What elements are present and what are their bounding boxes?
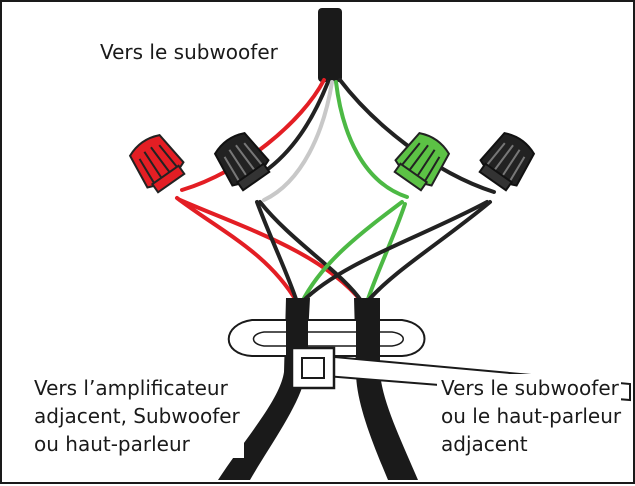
black-wire-nut-right (478, 132, 536, 192)
green-wire-nut (393, 132, 451, 192)
wire-white-top (262, 80, 334, 202)
wire-black-right-b (365, 200, 492, 304)
wire-green-left (300, 200, 404, 304)
label-to-adjacent-amplifier: Vers l’amplificateur adjacent, Subwoofer… (34, 374, 244, 458)
wire-black-left-a (255, 200, 299, 304)
wire-green-right (365, 202, 407, 304)
red-wire-nut (128, 134, 186, 194)
black-wire-nut-left (213, 132, 271, 192)
label-to-subwoofer-or-adjacent-speaker: Vers le subwoofer ou le haut-parleur adj… (437, 374, 622, 458)
top-cable (318, 8, 342, 82)
wire-black-top-right (338, 78, 496, 194)
wire-black-right-a (300, 200, 489, 304)
wire-green-top (334, 80, 409, 199)
wire-black-top-left (262, 80, 330, 174)
wire-black-left-b (258, 200, 364, 304)
wire-red-left-cable (175, 196, 299, 304)
wire-red-top (180, 78, 326, 192)
label-to-subwoofer-top: Vers le subwoofer (100, 40, 278, 64)
